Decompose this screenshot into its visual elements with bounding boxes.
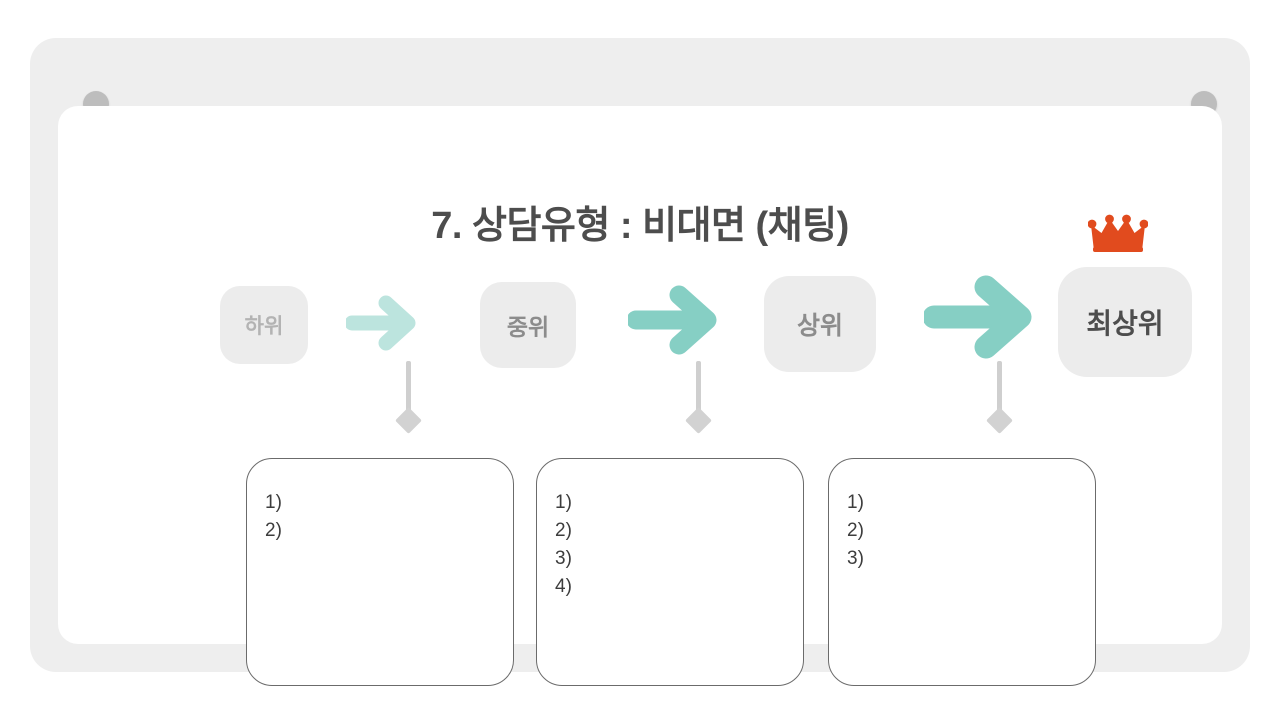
down-connector-diamond-icon-1 bbox=[395, 361, 422, 439]
crown-icon bbox=[1088, 214, 1148, 252]
list-item: 1) bbox=[555, 492, 572, 513]
page-title: 7. 상담유형 : 비대면 (채팅) bbox=[431, 205, 849, 247]
list-item: 1) bbox=[847, 492, 864, 513]
list-item: 4) bbox=[555, 576, 572, 597]
note-box-middle[interactable]: 1) 2) 3) 4) bbox=[536, 458, 804, 686]
level-badge-lower[interactable]: 하위 bbox=[220, 286, 308, 364]
arrow-right-icon-2 bbox=[628, 285, 717, 355]
connector-stem bbox=[997, 361, 1002, 419]
connector-diamond bbox=[685, 407, 712, 434]
down-connector-diamond-icon-3 bbox=[986, 361, 1013, 439]
connector-diamond bbox=[986, 407, 1013, 434]
list-item: 1) bbox=[265, 492, 282, 513]
level-badge-upper[interactable]: 상위 bbox=[764, 276, 876, 372]
connector-diamond bbox=[395, 407, 422, 434]
slide-screen: 7. 상담유형 : 비대면 (채팅) 하위 중위 상위 최상위 bbox=[58, 106, 1222, 686]
list-item: 2) bbox=[847, 520, 864, 541]
level-badge-middle[interactable]: 중위 bbox=[480, 282, 576, 368]
down-connector-diamond-icon-2 bbox=[685, 361, 712, 439]
arrow-right-icon-1 bbox=[346, 295, 416, 351]
device-frame: 7. 상담유형 : 비대면 (채팅) 하위 중위 상위 최상위 bbox=[30, 38, 1250, 686]
connector-stem bbox=[696, 361, 701, 419]
list-item: 2) bbox=[265, 520, 282, 541]
level-badge-top[interactable]: 최상위 bbox=[1058, 267, 1192, 377]
connector-stem bbox=[406, 361, 411, 419]
arrow-right-icon-3 bbox=[924, 275, 1032, 359]
note-box-upper[interactable]: 1) 2) 3) bbox=[828, 458, 1096, 686]
list-item: 2) bbox=[555, 520, 572, 541]
list-item: 3) bbox=[555, 548, 572, 569]
list-item: 3) bbox=[847, 548, 864, 569]
note-box-lower[interactable]: 1) 2) bbox=[246, 458, 514, 686]
